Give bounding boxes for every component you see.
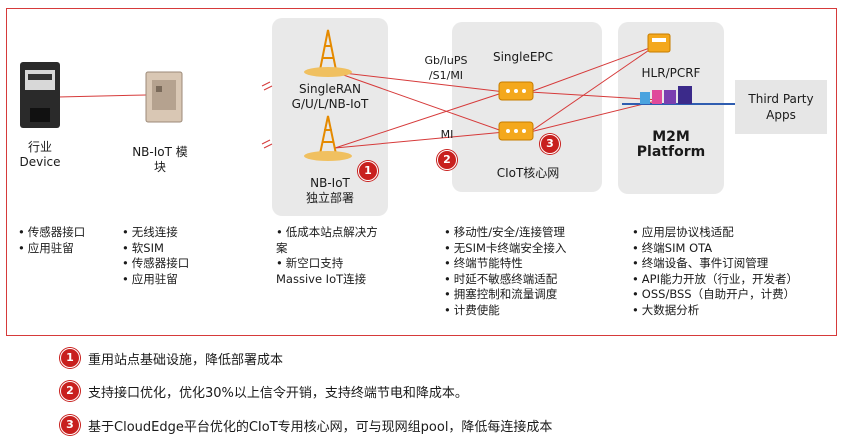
list-item: 新空口支持Massive IoT连接 — [276, 256, 388, 287]
list-item: 低成本站点解决方案 — [276, 225, 388, 256]
hlr-label: HLR/PCRF — [641, 66, 701, 80]
list-item: 计费使能 — [444, 303, 566, 319]
link-ran-epc-top — [334, 71, 506, 93]
list-item: 终端SIM OTA — [632, 241, 798, 257]
device-feature-list: 传感器接口 应用驻留 — [18, 225, 86, 257]
marker-3: 3 — [540, 134, 560, 154]
m2m-platform-label: M2M Platform — [636, 129, 706, 160]
list-item: 无SIM卡终端安全接入 — [444, 241, 567, 257]
epc-feature-list: 移动性/安全/连接管理 无SIM卡终端安全接入 终端节能特性 时延不敏感终端适配… — [444, 225, 567, 319]
list-item: 传感器接口 — [18, 225, 86, 241]
link-epc-platform — [529, 91, 661, 101]
list-item: 移动性/安全/连接管理 — [444, 225, 566, 241]
m2m-feature-list: 应用层协议栈适配 终端SIM OTA 终端设备、事件订阅管理 API能力开放（行… — [632, 225, 798, 318]
module-feature-list: 无线连接 软SIM 传感器接口 应用驻留 — [122, 225, 190, 288]
note-text: 重用站点基础设施，降低部署成本 — [88, 353, 284, 368]
epc-node-icon-1 — [498, 81, 534, 101]
tower-icon-singleran — [304, 29, 352, 77]
link-nbiot-epc — [334, 91, 506, 149]
list-item: 应用驻留 — [122, 272, 189, 288]
ran-panel — [272, 18, 388, 216]
hlr-server-icon — [647, 33, 671, 53]
ran-feature-list: 低成本站点解决方案 新空口支持Massive IoT连接 — [276, 225, 388, 287]
marker-1: 1 — [358, 161, 378, 181]
module-label: NB-IoT 模块 — [132, 145, 188, 174]
note-marker: 2 — [60, 381, 80, 401]
note-marker: 1 — [60, 348, 80, 368]
link-device-module — [57, 94, 147, 98]
ciot-label: CIoT核心网 — [496, 166, 560, 180]
epc-node-icon-2 — [498, 121, 534, 141]
list-item: 无线连接 — [122, 225, 189, 241]
list-item: 软SIM — [122, 241, 189, 257]
link-epc-hlr — [529, 45, 656, 93]
list-item: 应用层协议栈适配 — [632, 225, 798, 241]
diagram-frame — [6, 8, 837, 336]
m2m-panel — [618, 22, 724, 194]
list-item: 终端节能特性 — [444, 256, 566, 272]
wireless-mark-1 — [261, 81, 271, 87]
epc-panel — [452, 22, 602, 192]
list-item: OSS/BSS（自助开户，计费） — [632, 287, 798, 303]
marker-2: 2 — [437, 150, 457, 170]
m2m-platform-icon — [640, 86, 692, 104]
list-item: 传感器接口 — [122, 256, 190, 272]
tower-icon-nbiot — [304, 115, 352, 161]
third-party-apps-box: Third Party Apps — [735, 80, 827, 134]
list-item: 大数据分析 — [632, 303, 798, 319]
note-marker: 3 — [60, 415, 80, 435]
list-item: API能力开放（行业，开发者） — [632, 272, 798, 288]
interface-label-gb: Gb/IuPS/S1/MI — [424, 54, 468, 82]
module-chip-icon — [145, 71, 183, 123]
meter-icon — [20, 62, 60, 128]
note-text: 基于CloudEdge平台优化的CIoT专用核心网，可与现网组pool，降低每连… — [88, 420, 553, 435]
list-item: 时延不敏感终端适配 — [444, 272, 566, 288]
wireless-mark-2 — [261, 139, 271, 145]
interface-label-mi: MI — [440, 128, 454, 141]
list-item: 终端设备、事件订阅管理 — [632, 256, 798, 272]
note-text: 支持接口优化，优化30%以上信令开销，支持终端节电和降成本。 — [88, 386, 468, 401]
list-item: 拥塞控制和流量调度 — [444, 287, 566, 303]
singleepc-label: SingleEPC — [492, 50, 554, 64]
list-item: 应用驻留 — [18, 241, 85, 257]
